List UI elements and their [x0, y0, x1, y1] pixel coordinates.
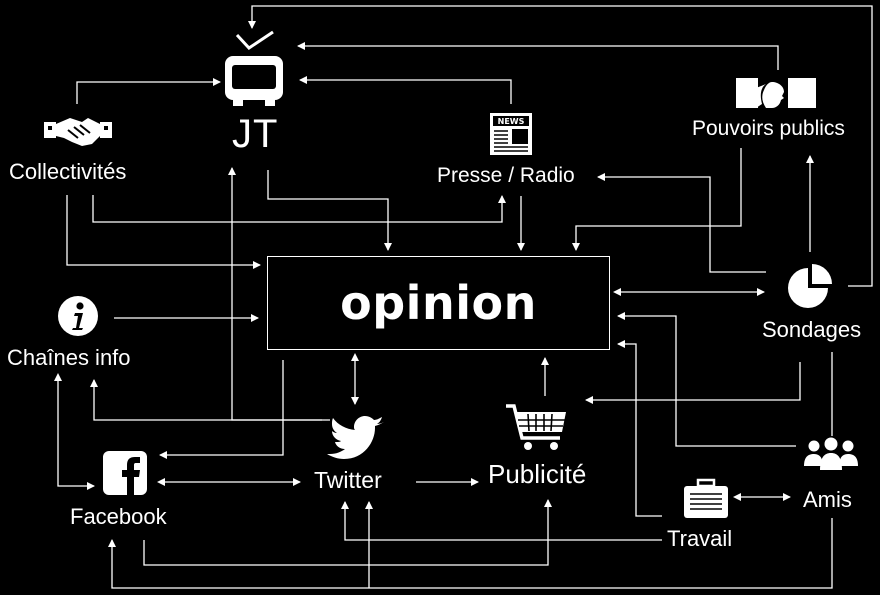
pouvoirs-publics-label: Pouvoirs publics [692, 117, 845, 140]
arrow-sondages-to-jt [248, 5, 873, 287]
briefcase-icon [684, 478, 728, 518]
twitter-label: Twitter [314, 467, 382, 493]
publicite-label: Publicité [488, 459, 587, 489]
presse-radio-label: Presse / Radio [437, 164, 575, 187]
info-icon [58, 296, 98, 336]
arrow-collectivites-to-presse [92, 195, 506, 223]
arrow-opinion-to-facebook [159, 360, 284, 459]
shopping-cart-icon [506, 404, 566, 450]
arrow-jt-to-opinion [267, 170, 392, 251]
arrow-amis-to-opinion [617, 312, 796, 447]
arrow-travail-to-opinion [617, 340, 662, 517]
connectors [54, 5, 873, 589]
arrow-amis-to-facebook [108, 518, 833, 589]
handshake-icon [44, 118, 112, 146]
arrow-pouvoirs-to-opinion [572, 148, 742, 251]
facebook-label: Facebook [70, 504, 167, 529]
tv-icon [225, 30, 283, 106]
chaines-info-label: Chaînes info [7, 345, 131, 370]
arrow-twitter-to-chaines [90, 379, 322, 421]
travail-label: Travail [667, 526, 733, 551]
facebook-icon [103, 451, 147, 495]
collectivites-label: Collectivités [9, 159, 127, 184]
arrow-facebook-to-travail [143, 499, 552, 566]
pie-chart-icon [788, 264, 832, 308]
opinion-label: opinion [340, 276, 537, 330]
arrow-travail-to-twitter [341, 501, 662, 541]
newspaper-icon: NEWS [490, 113, 532, 155]
arrow-collectivites-to-opinion [66, 195, 261, 269]
arrow-presse-to-jt [299, 76, 512, 104]
amis-label: Amis [803, 487, 852, 512]
arrow-sondages-to-presse [597, 173, 766, 273]
marianne-icon [736, 78, 816, 108]
newspaper-badge-text: NEWS [498, 117, 525, 126]
arrow-sondages-to-publicite [585, 362, 801, 404]
twitter-bird-icon [327, 416, 384, 459]
opinion-node: opinion [267, 256, 610, 350]
arrow-pouvoirs-to-jt [297, 42, 779, 70]
jt-label: JT [232, 112, 279, 156]
arrow-chaines-facebook [54, 373, 95, 490]
group-icon [804, 437, 858, 470]
arrow-collectivites-to-jt [76, 78, 221, 104]
sondages-label: Sondages [762, 317, 862, 342]
